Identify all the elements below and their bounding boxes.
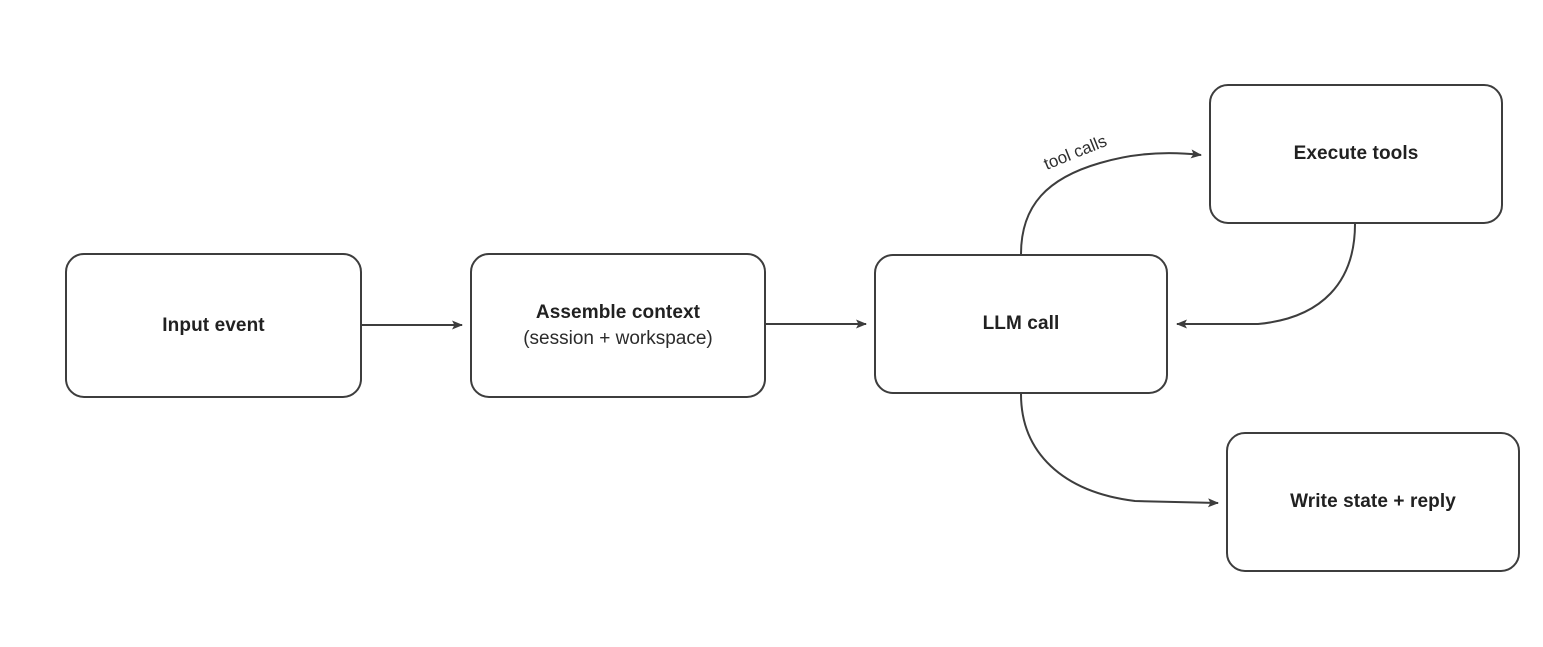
node-write-state-reply[interactable]: Write state + reply bbox=[1226, 432, 1520, 572]
node-llm-call-title: LLM call bbox=[982, 313, 1060, 335]
edge-llm-to-tools bbox=[1020, 149, 1202, 255]
node-write-state-reply-title: Write state + reply bbox=[1290, 491, 1456, 513]
edge-tools-to-llm bbox=[1176, 223, 1356, 329]
node-execute-tools-title: Execute tools bbox=[1293, 143, 1419, 165]
edge-llm-to-write bbox=[1020, 393, 1219, 508]
node-llm-call[interactable]: LLM call bbox=[874, 254, 1168, 394]
node-input-event[interactable]: Input event bbox=[65, 253, 362, 398]
node-assemble-context-title: Assemble context bbox=[535, 301, 701, 323]
node-assemble-context[interactable]: Assemble context (session + workspace) bbox=[470, 253, 766, 398]
node-input-event-title: Input event bbox=[162, 314, 265, 336]
node-assemble-context-subtitle: (session + workspace) bbox=[523, 327, 713, 349]
node-execute-tools[interactable]: Execute tools bbox=[1209, 84, 1503, 224]
